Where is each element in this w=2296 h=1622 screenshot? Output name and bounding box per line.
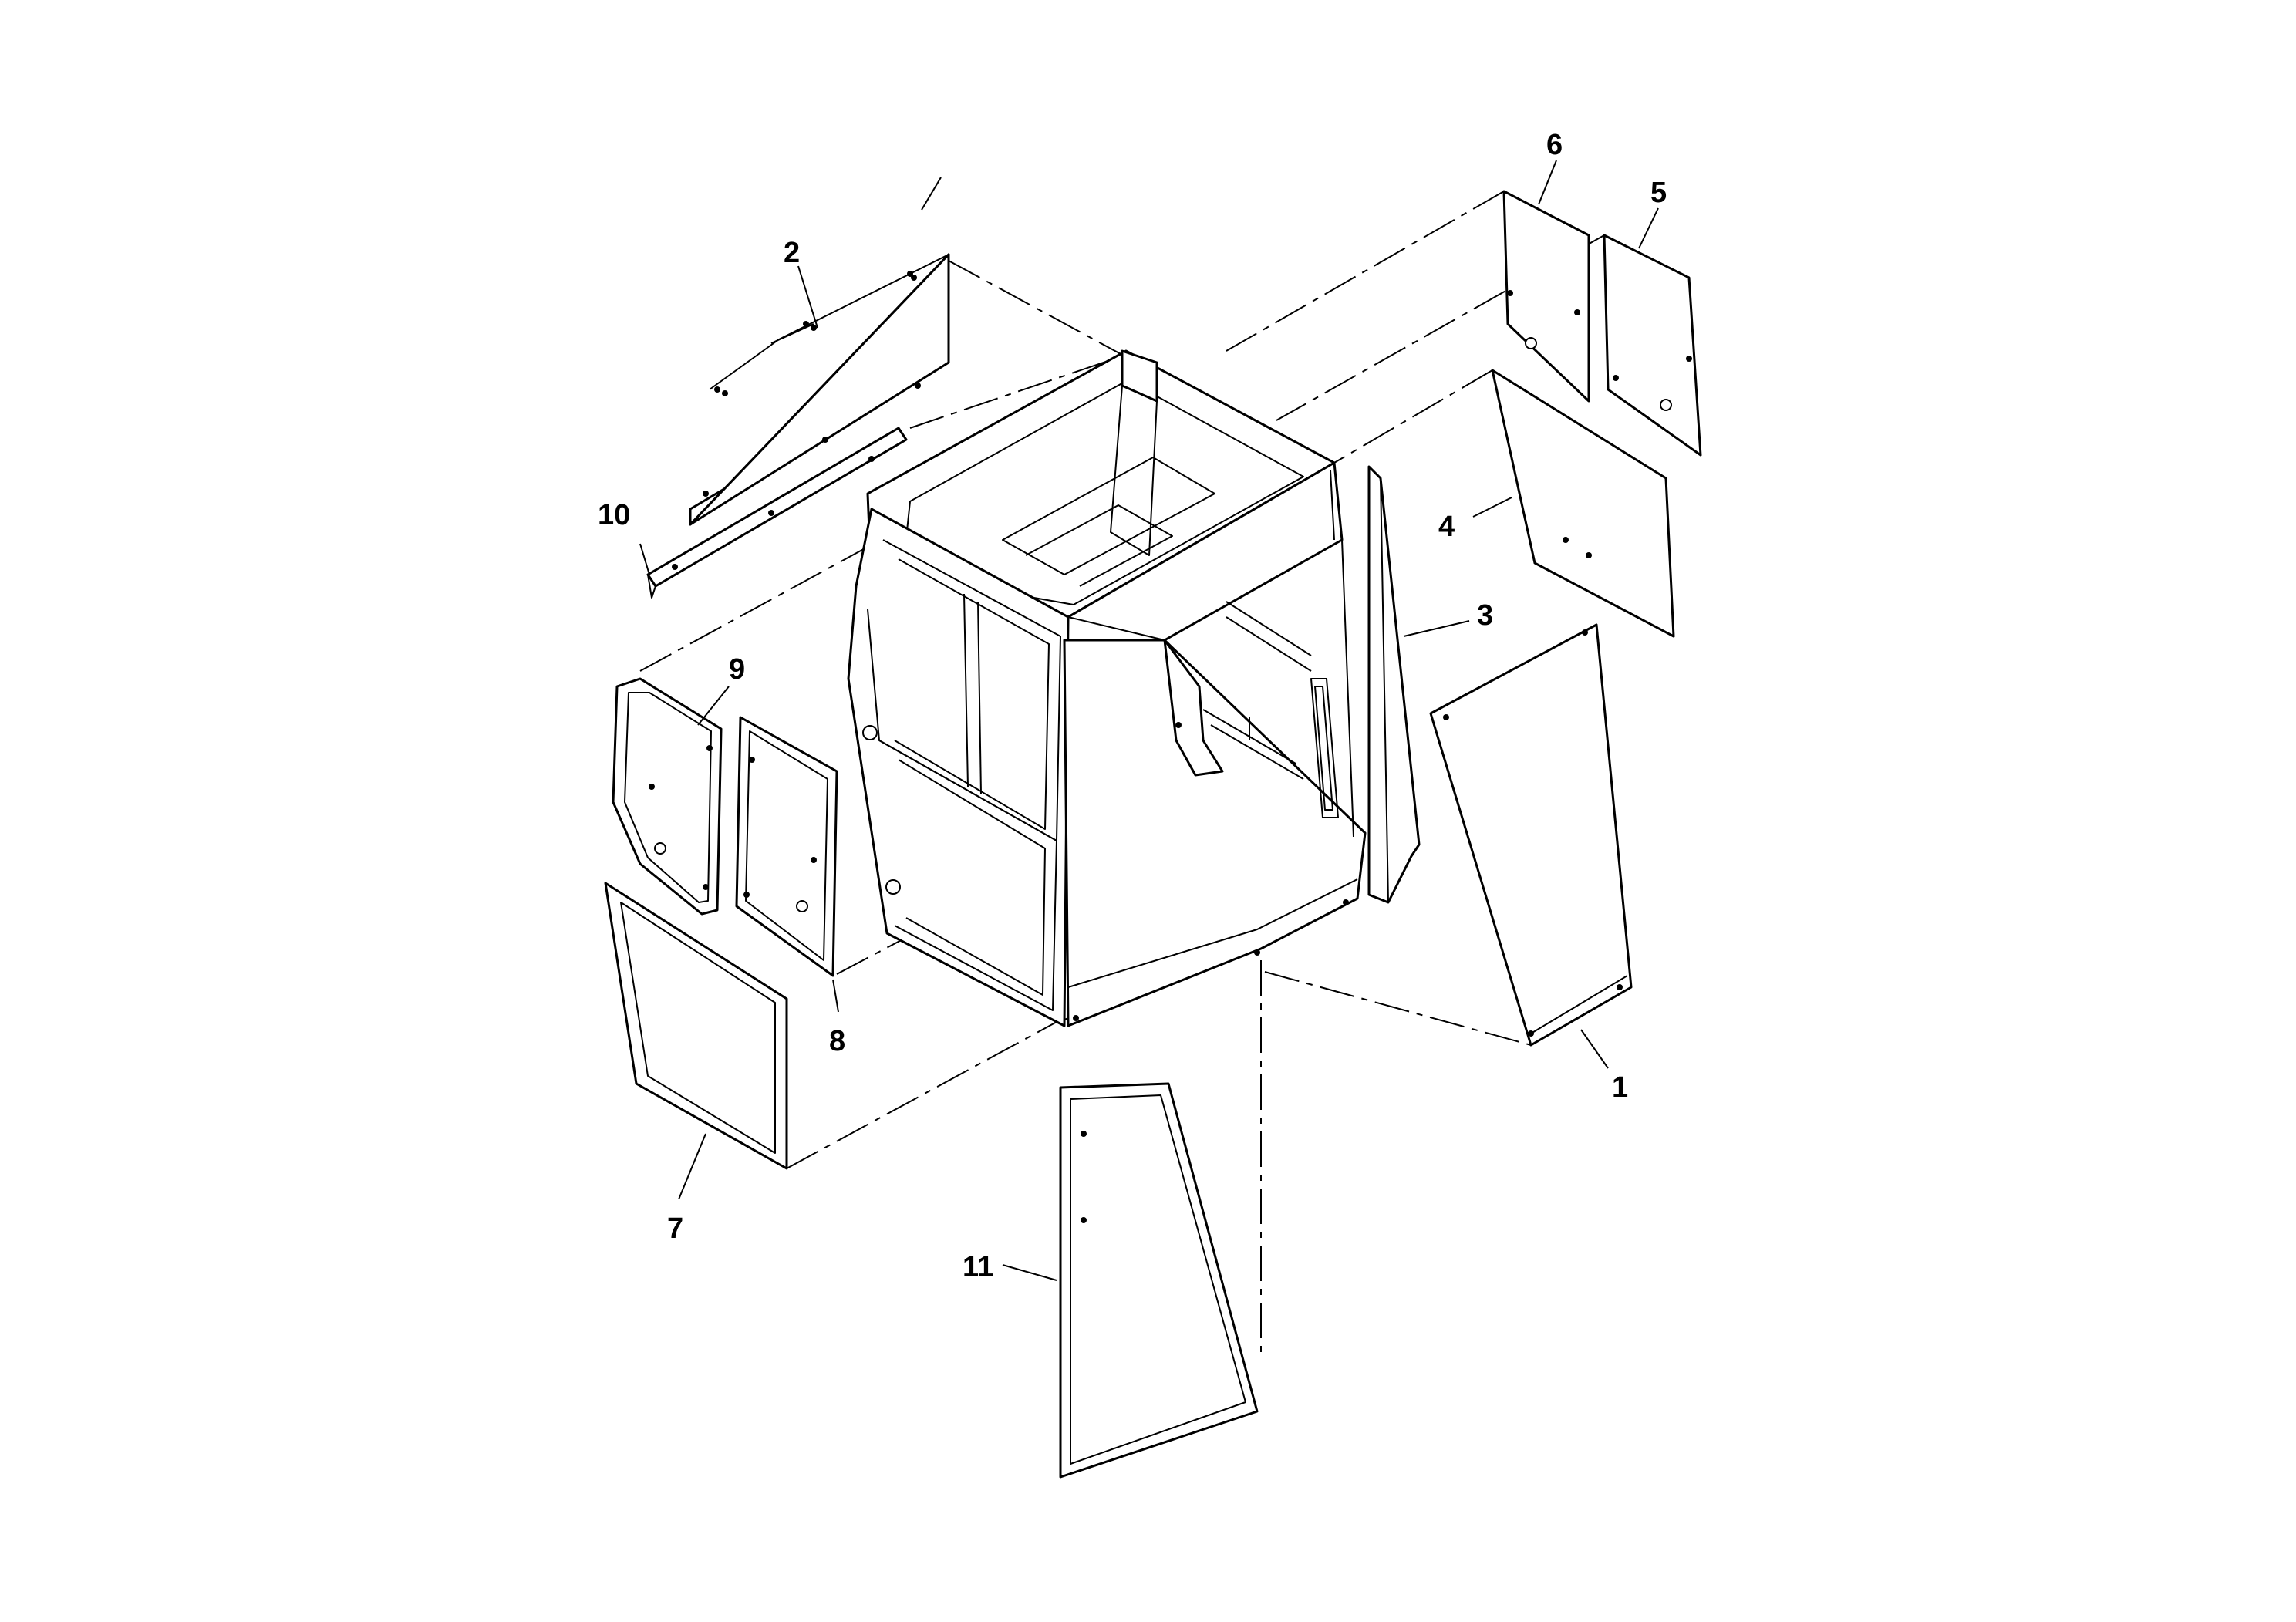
- callouts: 2 6 5 4 3 1 9 8 7 10 11: [598, 129, 1667, 1283]
- part-7-front-glass: [604, 882, 788, 1170]
- part-8-door-lower-glass: [735, 716, 838, 977]
- callout-2: 2: [784, 237, 800, 269]
- part-1-side-glass: [1429, 623, 1633, 1047]
- cab-frame: [847, 349, 1367, 1027]
- leader-lines: [639, 160, 1659, 1281]
- callout-6: 6: [1546, 129, 1563, 161]
- callout-7: 7: [667, 1212, 683, 1245]
- callout-1: 1: [1612, 1071, 1628, 1104]
- part-9-door-glass: [612, 677, 723, 916]
- callout-4: 4: [1438, 511, 1455, 543]
- callout-10: 10: [598, 499, 630, 531]
- callout-5: 5: [1650, 177, 1667, 209]
- part-11-lower-glass: [1059, 1082, 1259, 1479]
- part-6-rear-glass: [1502, 190, 1590, 403]
- callout-8: 8: [829, 1025, 845, 1057]
- part-2-roof-panel: [689, 253, 950, 526]
- callout-11: 11: [963, 1251, 993, 1283]
- part-3-corner-trim: [1367, 465, 1421, 904]
- part-4-side-panel: [1491, 369, 1675, 638]
- callout-3: 3: [1477, 599, 1493, 632]
- part-5-rear-panel: [1603, 234, 1702, 457]
- part-10-strip: [646, 427, 908, 599]
- leader-2: [770, 323, 814, 344]
- callout-9: 9: [729, 653, 745, 686]
